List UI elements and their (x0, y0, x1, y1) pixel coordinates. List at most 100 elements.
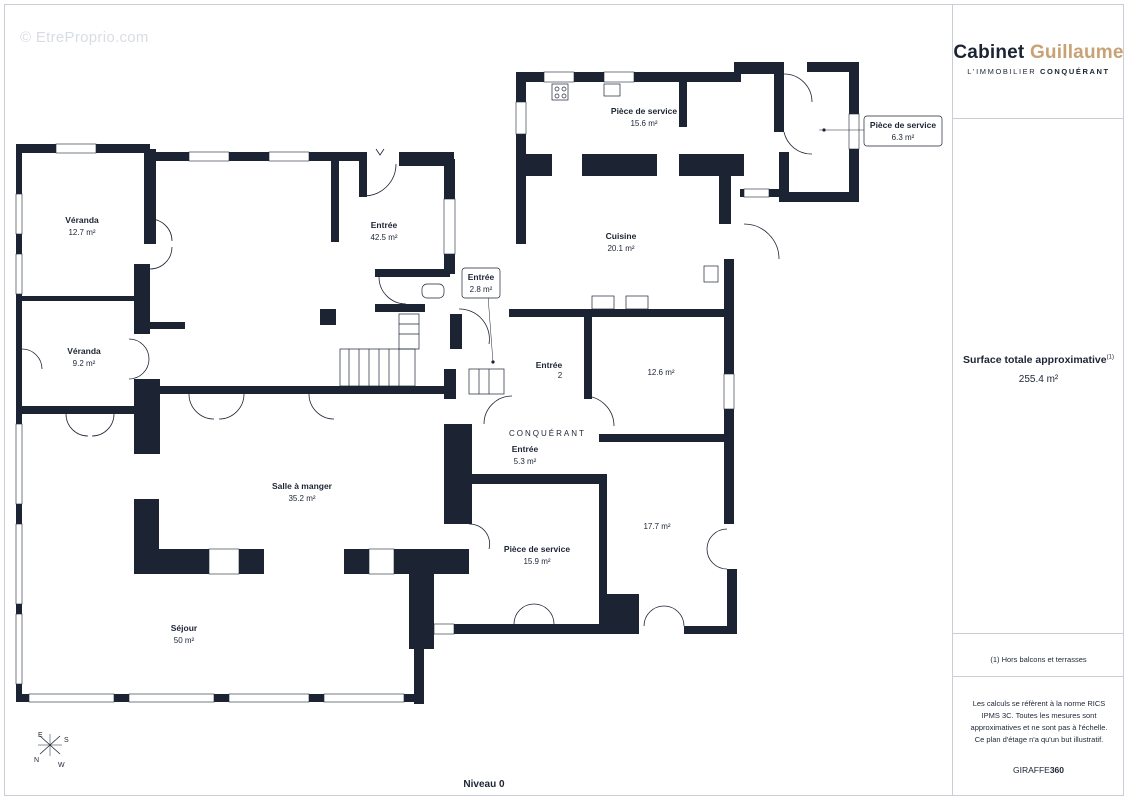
sink-icon (603, 83, 621, 97)
window (55, 143, 97, 154)
window (515, 101, 527, 135)
wall (679, 82, 687, 127)
brand-tagline-part2: CONQUÉRANT (1039, 67, 1110, 76)
door-swing (21, 348, 43, 370)
info-sidebar: Cabinet Guillaume L'IMMOBILIER CONQUÉRAN… (952, 4, 1124, 796)
appliances (421, 83, 719, 310)
brand-name: Cabinet Guillaume (953, 42, 1124, 64)
room-area: 12.7 m² (68, 228, 95, 237)
wall (599, 594, 639, 634)
window (128, 693, 215, 703)
door-swing (783, 131, 813, 155)
brand-tagline: L'IMMOBILIER CONQUÉRANT (953, 67, 1124, 76)
wall (335, 386, 445, 394)
room-name: Séjour (171, 623, 198, 633)
door-swing (308, 393, 335, 420)
level-label: Niveau 0 (463, 779, 505, 790)
burner (554, 93, 560, 99)
window (228, 693, 310, 703)
door-swing (643, 605, 665, 627)
room-area: 2.8 m² (470, 285, 493, 294)
markers (375, 128, 864, 364)
compass-s: S (64, 737, 69, 744)
total-surface-label: Surface totale approximative(1) (953, 354, 1124, 366)
room-labels: Véranda 12.7 m² Véranda 9.2 m² Entrée 42… (65, 106, 677, 645)
wall (684, 626, 737, 634)
brand-name-part2: Guillaume (1029, 42, 1124, 63)
wall (584, 309, 592, 399)
wall (444, 424, 472, 524)
door-swing (583, 395, 615, 427)
wall (359, 152, 367, 197)
callout-box (863, 115, 943, 147)
wall (516, 134, 526, 159)
compass-w: W (58, 762, 65, 769)
floor-plan-area: © EtreProprio.com (4, 4, 952, 796)
room-area: 15.9 m² (523, 557, 550, 566)
stairs (398, 313, 420, 350)
door-swing (533, 603, 555, 625)
wall (724, 259, 734, 314)
door-swing (483, 395, 513, 425)
wall (774, 62, 784, 132)
window (188, 151, 230, 162)
burner (554, 86, 560, 92)
wall (516, 159, 526, 244)
staircase (339, 313, 505, 395)
compass-e: E (38, 732, 43, 739)
door-swing (218, 393, 245, 420)
door-swing (128, 338, 150, 360)
wall (150, 322, 185, 329)
room-name: Véranda (67, 346, 101, 356)
wall (516, 72, 526, 102)
wall (599, 474, 607, 634)
room-name: Cuisine (606, 231, 637, 241)
divider (953, 633, 1124, 634)
wall (16, 694, 424, 702)
window (208, 548, 240, 575)
divider (953, 676, 1124, 677)
doors (21, 73, 813, 627)
wall (16, 144, 22, 702)
wall (414, 644, 424, 704)
credit-part1: GIRAFFE (1012, 765, 1050, 775)
door-swing (149, 246, 173, 270)
wall (582, 154, 657, 176)
sink-icon (591, 295, 615, 310)
wall (344, 549, 369, 574)
room-area: 12.6 m² (647, 368, 674, 377)
wall (522, 154, 552, 176)
window (443, 198, 456, 255)
wall (134, 264, 150, 334)
window (848, 113, 860, 150)
wall (149, 152, 361, 161)
wall (599, 434, 729, 442)
wall (734, 62, 784, 74)
entry-arrow-icon (375, 148, 385, 156)
wall (469, 474, 604, 484)
room-name: Entrée (536, 360, 563, 370)
wall (331, 152, 339, 242)
wall (16, 406, 134, 414)
wall (679, 154, 744, 176)
window (323, 693, 405, 703)
window (15, 523, 23, 605)
window (543, 71, 575, 83)
watermark: © EtreProprio.com (20, 29, 149, 46)
door-swing (188, 393, 215, 420)
window (268, 151, 310, 162)
disclaimer-text: Les calculs se réfèrent à la norme RICS … (970, 699, 1108, 744)
wall (779, 192, 859, 202)
total-surface-value: 255.4 m² (1018, 374, 1059, 385)
wall (16, 296, 134, 301)
window (603, 71, 635, 83)
wall (134, 549, 264, 574)
credit-part2: 360 (1049, 765, 1065, 775)
window (15, 613, 23, 685)
door-swing (91, 413, 115, 437)
brand-logo: Cabinet Guillaume L'IMMOBILIER CONQUÉRAN… (953, 42, 1124, 76)
footnote-text: (1) Hors balcons et terrasses (990, 655, 1087, 664)
sink-icon (625, 295, 649, 310)
brand-name-part1: Cabinet (953, 42, 1025, 63)
cooktop-icon (551, 83, 569, 101)
